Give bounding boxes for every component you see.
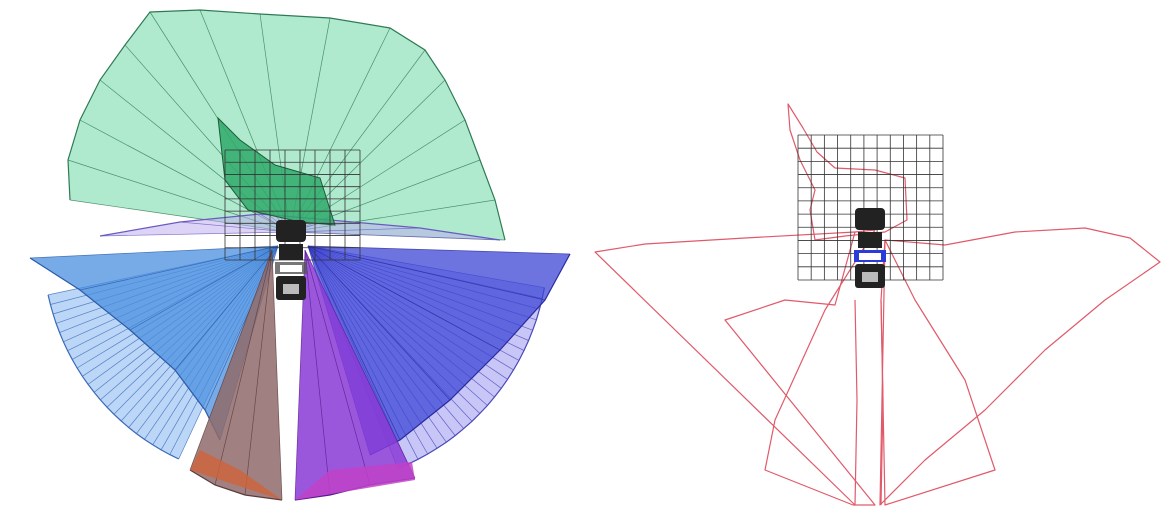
coverage-outline bbox=[594, 231, 876, 506]
coverage-outline bbox=[854, 299, 884, 506]
brown-ray bbox=[244, 249, 273, 496]
purple-fan-tip bbox=[295, 462, 415, 500]
left-blue-ray bbox=[79, 245, 279, 291]
right-outline-panel bbox=[585, 0, 1170, 513]
vehicle-rear bbox=[862, 272, 878, 282]
left-coverage-panel bbox=[29, 9, 571, 501]
purple-ray-area bbox=[295, 250, 415, 500]
lavender-ray bbox=[289, 231, 501, 241]
lavender-ray bbox=[99, 231, 291, 237]
purple-ray bbox=[304, 249, 371, 486]
green-coverage-region bbox=[67, 9, 506, 241]
brown-ray-area bbox=[190, 250, 282, 500]
lavender-ray bbox=[179, 221, 291, 233]
right-blue-light-ray-boundary bbox=[397, 287, 545, 470]
vehicle-body bbox=[279, 244, 303, 260]
right-blue-ray bbox=[307, 245, 571, 255]
brown-ray bbox=[214, 249, 273, 486]
brown-ray bbox=[189, 249, 273, 471]
purple-ray bbox=[304, 249, 416, 479]
brown-ray bbox=[271, 249, 283, 501]
purple-ray bbox=[304, 249, 331, 496]
vehicle-icon bbox=[275, 220, 307, 300]
vehicle-window bbox=[280, 265, 302, 272]
vehicle-icon bbox=[854, 208, 886, 288]
dark-green-spike bbox=[217, 116, 336, 226]
brown-fan-region bbox=[189, 249, 283, 501]
right-outline-diagram bbox=[594, 103, 1161, 506]
coverage-outline bbox=[879, 227, 1161, 506]
right-blue-ray bbox=[307, 245, 401, 441]
brown-fan-tip bbox=[190, 450, 282, 500]
green-ray-area bbox=[68, 10, 505, 240]
vehicle-cab bbox=[276, 220, 306, 242]
left-blue-ray-area bbox=[30, 246, 278, 440]
coverage-outlines bbox=[594, 103, 1161, 506]
occupancy-grid bbox=[224, 149, 361, 261]
vehicle-window bbox=[859, 253, 881, 260]
lavender-ray bbox=[289, 227, 421, 233]
vehicle-cab bbox=[855, 208, 885, 230]
vehicle-rear bbox=[283, 284, 299, 294]
left-coverage-diagram bbox=[29, 9, 571, 501]
coverage-outline bbox=[787, 103, 908, 241]
left-blue-ray-boundary bbox=[29, 257, 221, 441]
left-blue-fan-region bbox=[29, 245, 279, 460]
left-blue-light-ray-boundary bbox=[47, 294, 179, 460]
green-ray-boundary bbox=[67, 9, 506, 241]
vehicle-body bbox=[858, 232, 882, 248]
left-blue-ray bbox=[174, 245, 279, 371]
right-blue-ray bbox=[307, 245, 546, 301]
brown-ray-boundary bbox=[189, 469, 283, 501]
right-blue-ray bbox=[307, 245, 501, 351]
right-blue-ray bbox=[307, 245, 451, 401]
